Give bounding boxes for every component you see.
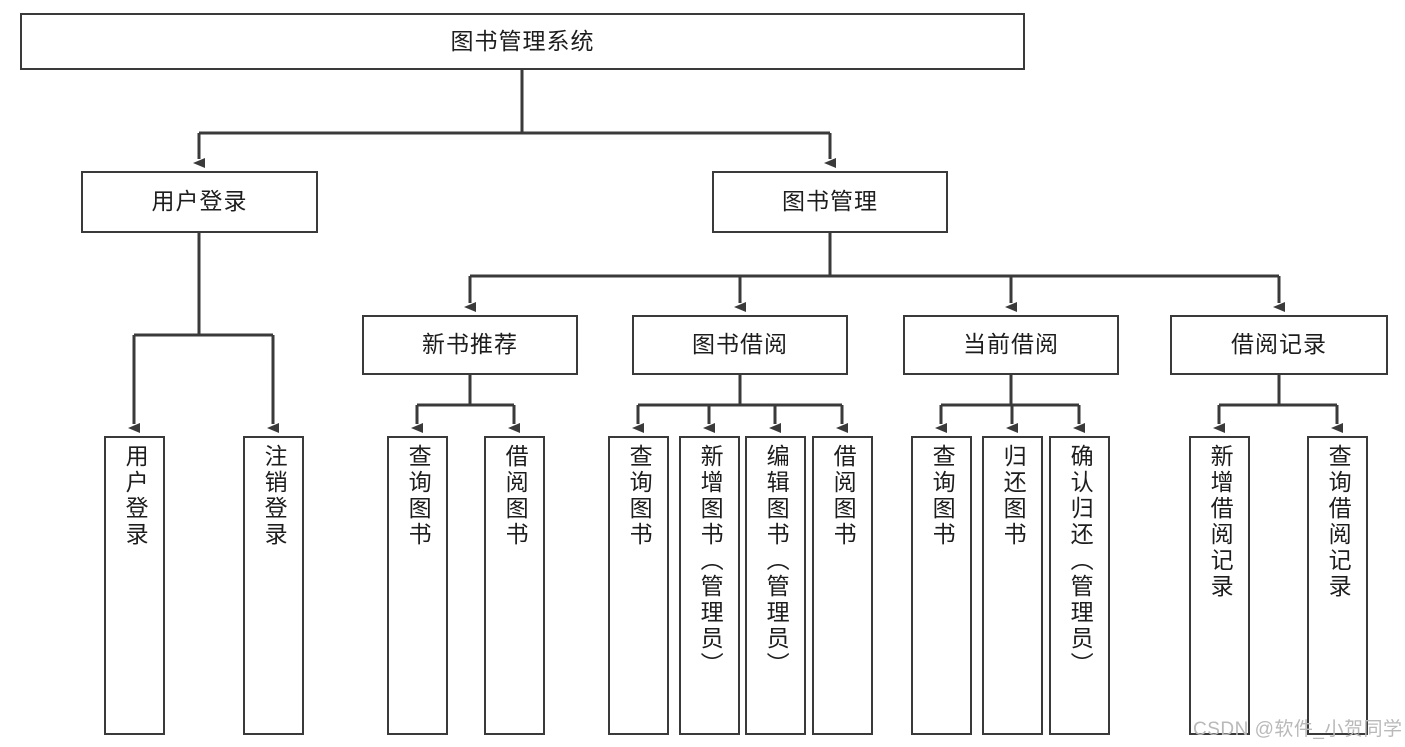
node-new-book-recommend[interactable]: 新书推荐 xyxy=(362,315,578,375)
leaf-query-borrow-record-label: 查询借阅记录 xyxy=(1325,444,1352,600)
node-book-borrow-label: 图书借阅 xyxy=(692,331,788,358)
node-book-borrow[interactable]: 图书借阅 xyxy=(632,315,848,375)
leaf-add-book-admin[interactable]: 新增图书（管理员） xyxy=(679,436,740,735)
leaf-confirm-return-admin[interactable]: 确认归还（管理员） xyxy=(1049,436,1110,735)
leaf-borrow-book-recommend[interactable]: 借阅图书 xyxy=(484,436,545,735)
leaf-add-borrow-record[interactable]: 新增借阅记录 xyxy=(1189,436,1250,735)
leaf-user-login[interactable]: 用户登录 xyxy=(104,436,165,735)
leaf-query-borrow-record[interactable]: 查询借阅记录 xyxy=(1307,436,1368,735)
leaf-add-book-admin-label: 新增图书（管理员） xyxy=(697,444,724,678)
node-user-login-label: 用户登录 xyxy=(151,188,248,215)
leaf-query-book-borrow[interactable]: 查询图书 xyxy=(608,436,669,735)
node-user-login[interactable]: 用户登录 xyxy=(81,171,318,233)
leaf-return-book[interactable]: 归还图书 xyxy=(982,436,1043,735)
watermark: CSDN @软件_小贺同学 xyxy=(1193,719,1403,740)
leaf-query-book-current[interactable]: 查询图书 xyxy=(911,436,972,735)
leaf-borrow-book-recommend-label: 借阅图书 xyxy=(502,444,529,548)
node-new-book-recommend-label: 新书推荐 xyxy=(422,331,518,358)
leaf-borrow-book-label: 借阅图书 xyxy=(830,444,857,548)
node-root[interactable]: 图书管理系统 xyxy=(20,13,1025,70)
node-current-borrow[interactable]: 当前借阅 xyxy=(903,315,1119,375)
leaf-query-book-current-label: 查询图书 xyxy=(929,444,956,548)
node-book-management-label: 图书管理 xyxy=(782,188,878,215)
leaf-return-book-label: 归还图书 xyxy=(1000,444,1027,548)
leaf-borrow-book[interactable]: 借阅图书 xyxy=(812,436,873,735)
node-root-label: 图书管理系统 xyxy=(450,27,595,54)
node-book-management[interactable]: 图书管理 xyxy=(712,171,948,233)
leaf-add-borrow-record-label: 新增借阅记录 xyxy=(1207,444,1234,600)
leaf-user-logout[interactable]: 注销登录 xyxy=(243,436,304,735)
leaf-query-book-recommend[interactable]: 查询图书 xyxy=(387,436,448,735)
leaf-user-logout-label: 注销登录 xyxy=(261,444,288,548)
leaf-confirm-return-admin-label: 确认归还（管理员） xyxy=(1067,444,1094,678)
node-borrow-record[interactable]: 借阅记录 xyxy=(1170,315,1388,375)
leaf-edit-book-admin[interactable]: 编辑图书（管理员） xyxy=(745,436,806,735)
node-current-borrow-label: 当前借阅 xyxy=(963,331,1059,358)
leaf-user-login-label: 用户登录 xyxy=(122,444,149,548)
leaf-query-book-borrow-label: 查询图书 xyxy=(626,444,653,548)
leaf-edit-book-admin-label: 编辑图书（管理员） xyxy=(763,444,790,678)
node-borrow-record-label: 借阅记录 xyxy=(1231,331,1327,358)
leaf-query-book-recommend-label: 查询图书 xyxy=(405,444,432,548)
